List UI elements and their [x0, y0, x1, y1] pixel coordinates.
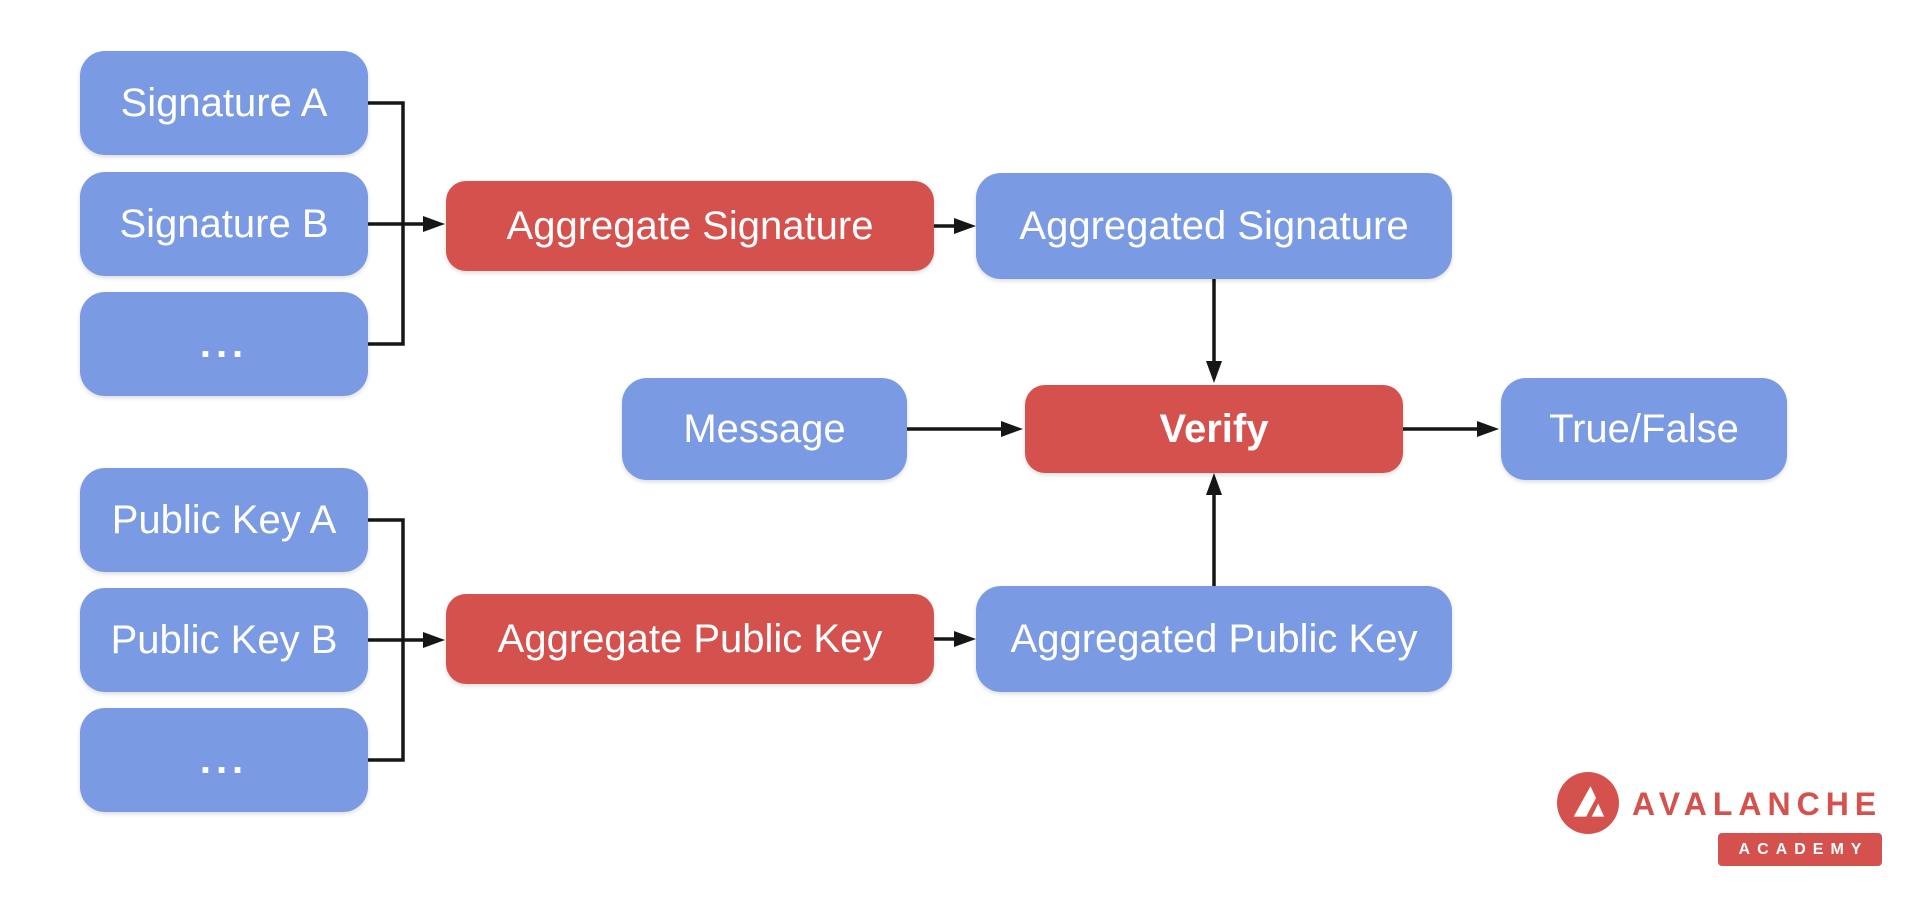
node-signature-a: Signature A [80, 51, 368, 155]
arrow-aggregate-to-aggregated-public-key [934, 631, 976, 647]
node-message: Message [622, 378, 907, 480]
node-verify: Verify [1025, 385, 1403, 473]
avalanche-mountain-icon [1573, 786, 1605, 817]
node-true-false: True/False [1501, 378, 1787, 480]
node-aggregated-signature: Aggregated Signature [976, 173, 1452, 279]
avalanche-logo-icon [1557, 772, 1619, 834]
node-public-key-b: Public Key B [80, 588, 368, 692]
arrow-aggregated-public-key-to-verify [1206, 473, 1222, 586]
node-aggregate-signature: Aggregate Signature [446, 181, 934, 271]
node-signature-b: Signature B [80, 172, 368, 276]
arrow-verify-to-truefalse [1403, 421, 1499, 437]
avalanche-wordmark: AVALANCHE [1632, 786, 1883, 822]
arrow-aggregate-to-aggregated-signature [934, 218, 976, 234]
node-public-key-more: ... [80, 708, 368, 812]
node-signature-more: ... [80, 292, 368, 396]
node-aggregate-public-key: Aggregate Public Key [446, 594, 934, 684]
arrow-message-to-verify [907, 421, 1023, 437]
bracket-public-keys [368, 518, 445, 762]
arrow-aggregated-signature-to-verify [1206, 279, 1222, 383]
node-public-key-a: Public Key A [80, 468, 368, 572]
node-aggregated-public-key: Aggregated Public Key [976, 586, 1452, 692]
bracket-signatures [368, 101, 445, 346]
academy-badge: ACADEMY [1718, 833, 1882, 866]
